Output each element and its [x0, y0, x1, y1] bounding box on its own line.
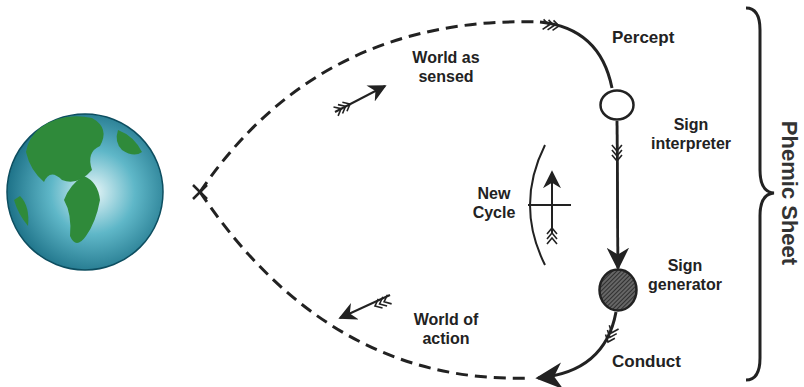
sign-node: Sign interpreter — [599, 89, 635, 121]
dashed-sense-path — [200, 22, 540, 192]
node-ellipse — [598, 268, 638, 312]
globe — [7, 114, 163, 270]
arrow-feather — [333, 102, 350, 115]
node-ellipse — [599, 89, 635, 121]
node-label: Sign generator — [642, 256, 728, 294]
bracket — [746, 8, 774, 380]
sense-arrow — [335, 86, 385, 112]
text-label: New Cycle — [468, 184, 520, 222]
new-cycle-arrow — [551, 172, 553, 234]
text-label: World as sensed — [405, 48, 487, 86]
ellipse-outline — [601, 91, 634, 120]
sign-node: Sign generator — [598, 268, 638, 312]
connector — [617, 121, 618, 268]
connector — [617, 121, 618, 268]
arrow-feather — [543, 19, 559, 30]
text-label: Conduct — [612, 352, 681, 372]
conduct-arc — [538, 312, 616, 378]
percept-arc — [540, 22, 612, 88]
bracket-label: Phemic Sheet — [777, 121, 802, 265]
text-label: World of action — [405, 310, 487, 348]
new-cycle-bar — [528, 204, 571, 206]
node-label: Sign interpreter — [645, 115, 737, 153]
text-label: Percept — [612, 28, 674, 48]
arrow-feather — [375, 295, 392, 308]
ellipse-outline — [600, 270, 637, 311]
arrow-feather — [547, 228, 557, 244]
arrow-feather — [606, 325, 619, 342]
